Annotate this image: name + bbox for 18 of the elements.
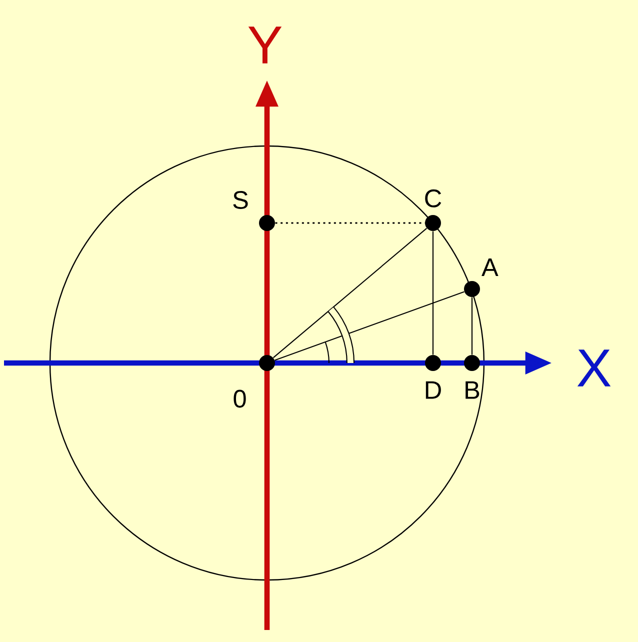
line bbox=[471, 297, 473, 355]
node-label: A bbox=[482, 258, 498, 276]
axis-label: X bbox=[577, 350, 611, 386]
axis-label: Y bbox=[248, 26, 282, 64]
labeled-point: 0 bbox=[234, 355, 275, 408]
line bbox=[272, 228, 428, 358]
labeled-point: D bbox=[425, 355, 441, 399]
node-label: D bbox=[426, 381, 441, 399]
node-label: B bbox=[466, 381, 480, 399]
labeled-point: A bbox=[464, 258, 498, 297]
labeled-point: B bbox=[464, 355, 480, 399]
labeled-point: S bbox=[233, 191, 275, 231]
line bbox=[274, 291, 464, 361]
labeled-point: C bbox=[425, 189, 442, 231]
line bbox=[432, 231, 434, 355]
node-label: S bbox=[233, 191, 248, 209]
node-label: 0 bbox=[234, 390, 246, 408]
node-label: C bbox=[425, 189, 442, 208]
